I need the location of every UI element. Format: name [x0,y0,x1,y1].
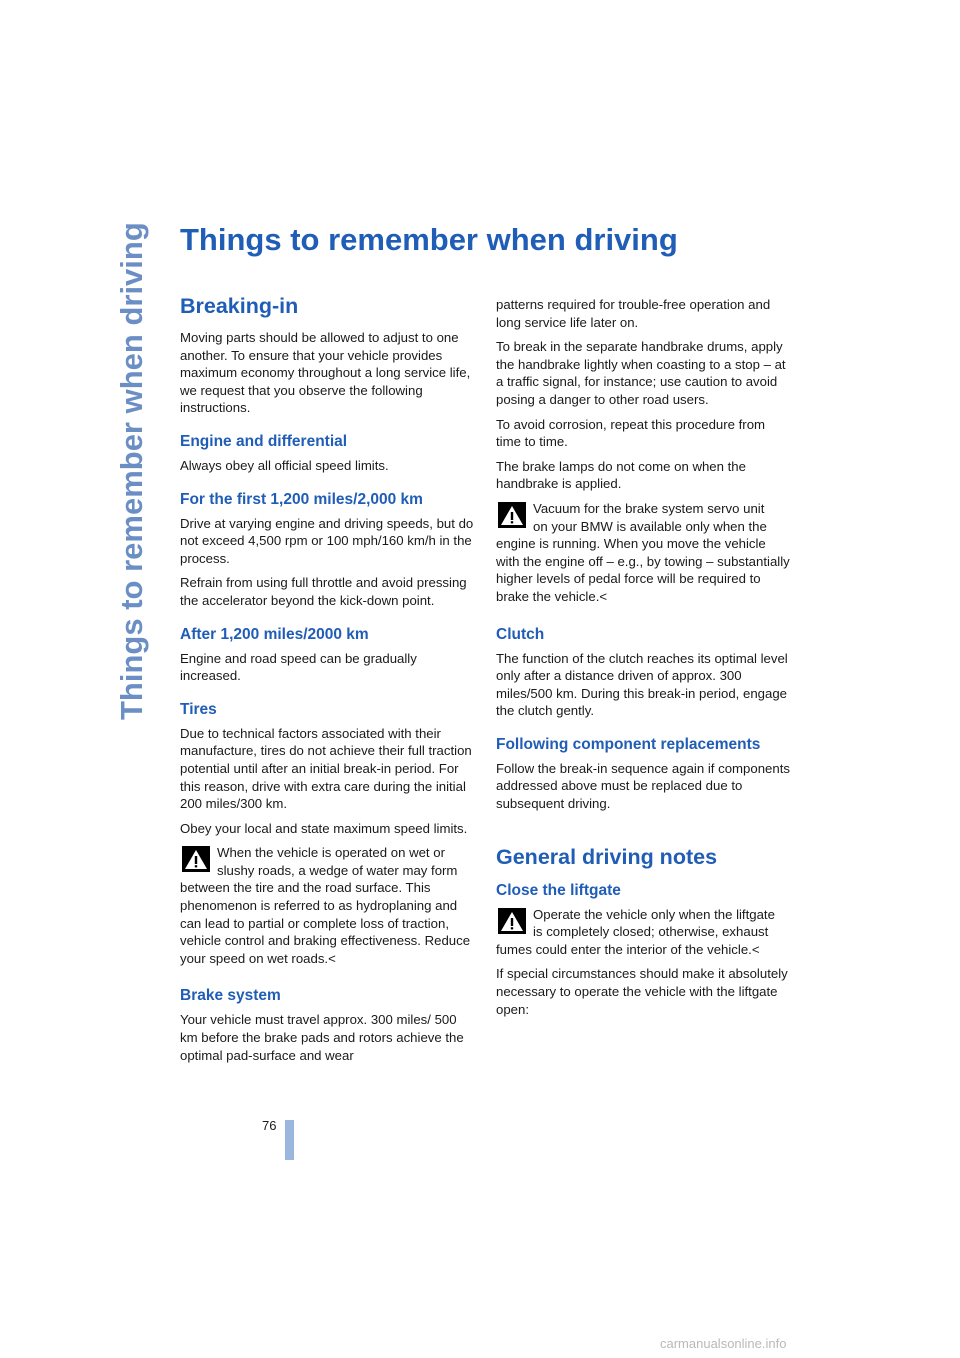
brake-cont-text-4: The brake lamps do not come on when the … [496,458,746,492]
liftgate-warning-line-2: is completely closed; otherwise, exhaust [533,924,769,940]
heading-general-driving-notes: General driving notes [496,844,718,869]
brake-warning-rest: engine is running. When you move the veh… [496,536,790,604]
heading-tires: Tires [180,700,217,718]
heading-engine-differential: Engine and differential [180,432,348,450]
heading-clutch: Clutch [496,625,545,643]
heading-close-liftgate: Close the liftgate [496,881,621,899]
tires-text-1: Due to technical factors associated with… [180,725,472,812]
liftgate-warning-rest: fumes could enter the interior of the ve… [496,941,760,957]
page-number-bar [285,1120,294,1160]
page-title: Things to remember when driving [180,222,678,257]
heading-breaking-in: Breaking-in [180,294,299,318]
breaking-in-intro: Moving parts should be allowed to adjust… [180,330,471,416]
engine-text: Always obey all official speed limits. [180,457,389,473]
brake-cont-text-3: To avoid corrosion, repeat this procedur… [496,416,766,450]
heading-following-replacements: Following component replacements [496,735,761,753]
right-column: patterns required for trouble-free opera… [496,296,790,1025]
first-miles-text-1: Drive at varying engine and driving spee… [180,515,474,566]
liftgate-warning: Operate the vehicle only when the liftga… [496,906,790,959]
side-chapter-title: Things to remember when driving [114,222,149,720]
warning-triangle-icon [182,846,210,873]
clutch-text: The function of the clutch reaches its o… [496,650,788,719]
left-column: Breaking-in Moving parts should be allow… [180,292,474,1071]
warning-triangle-icon [498,501,526,528]
watermark: carmanualsonline.info [660,1336,787,1351]
liftgate-warning-line-1: Operate the vehicle only when the liftga… [533,906,775,922]
following-text: Follow the break-in sequence again if co… [496,760,790,812]
tires-warning-rest: between the tire and the road surface. T… [180,880,471,966]
tires-text-2: Obey your local and state maximum speed … [180,820,468,836]
page-number: 76 [262,1118,277,1133]
tires-warning-line-2: slushy roads, a wedge of water may form [217,862,458,878]
heading-after-miles: After 1,200 miles/2000 km [180,625,369,643]
brake-cont-text-1: patterns required for trouble-free opera… [496,297,771,330]
liftgate-text: If special circumstances should make it … [496,966,788,1017]
after-miles-text: Engine and road speed can be gradually i… [180,650,417,684]
brake-text: Your vehicle must travel approx. 300 mil… [180,1012,464,1063]
brake-cont-text-2: To break in the separate handbrake drums… [496,339,786,407]
first-miles-text-2: Refrain from using full throttle and avo… [180,575,467,608]
brake-warning: Vacuum for the brake system servo unit o… [496,500,790,606]
brake-warning-line-2: on your BMW is available only when the [533,518,767,534]
tires-warning: When the vehicle is operated on wet or s… [180,844,474,967]
heading-first-miles: For the first 1,200 miles/2,000 km [180,490,423,508]
warning-triangle-icon [498,907,526,934]
heading-brake-system: Brake system [180,987,281,1005]
tires-warning-line-1: When the vehicle is operated on wet or [217,845,445,861]
brake-warning-line-1: Vacuum for the brake system servo unit [533,500,765,516]
